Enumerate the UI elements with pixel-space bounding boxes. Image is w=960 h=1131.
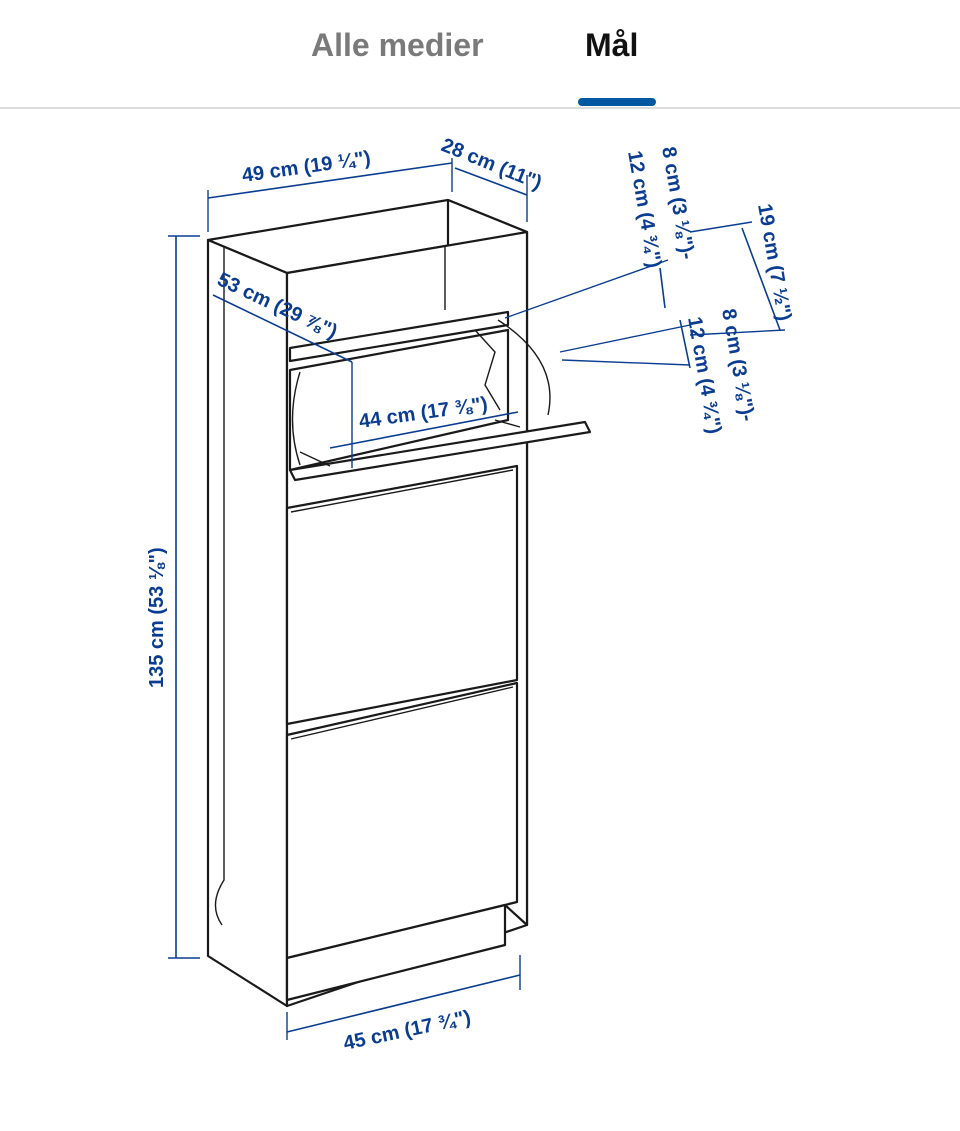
dim-compartment-top-b: 12 cm (4 ¾") [623,149,665,269]
tab-all-media[interactable]: Alle medier [311,27,484,63]
tab-dimensions[interactable]: Mål [585,27,639,63]
shoe-cabinet-illustration [206,198,592,1008]
dim-compartment-top-a: 8 cm (3 ⅛")- [657,145,698,261]
dimension-drawing[interactable]: 49 cm (19 ¼") 28 cm (11") 8 cm (3 ⅛")- 1… [0,110,960,1131]
dim-depth-top: 28 cm (11") [438,134,545,194]
dim-compartment-right: 19 cm (7 ½") [753,202,795,322]
dim-width-top: 49 cm (19 ¼") [241,147,372,187]
dim-height: 135 cm (53 ⅛") [146,547,168,688]
dim-compartment-mid-a: 8 cm (3 ⅛")- [717,307,758,423]
active-tab-indicator [578,98,656,106]
tab-bar: Alle medier Mål [0,0,960,109]
